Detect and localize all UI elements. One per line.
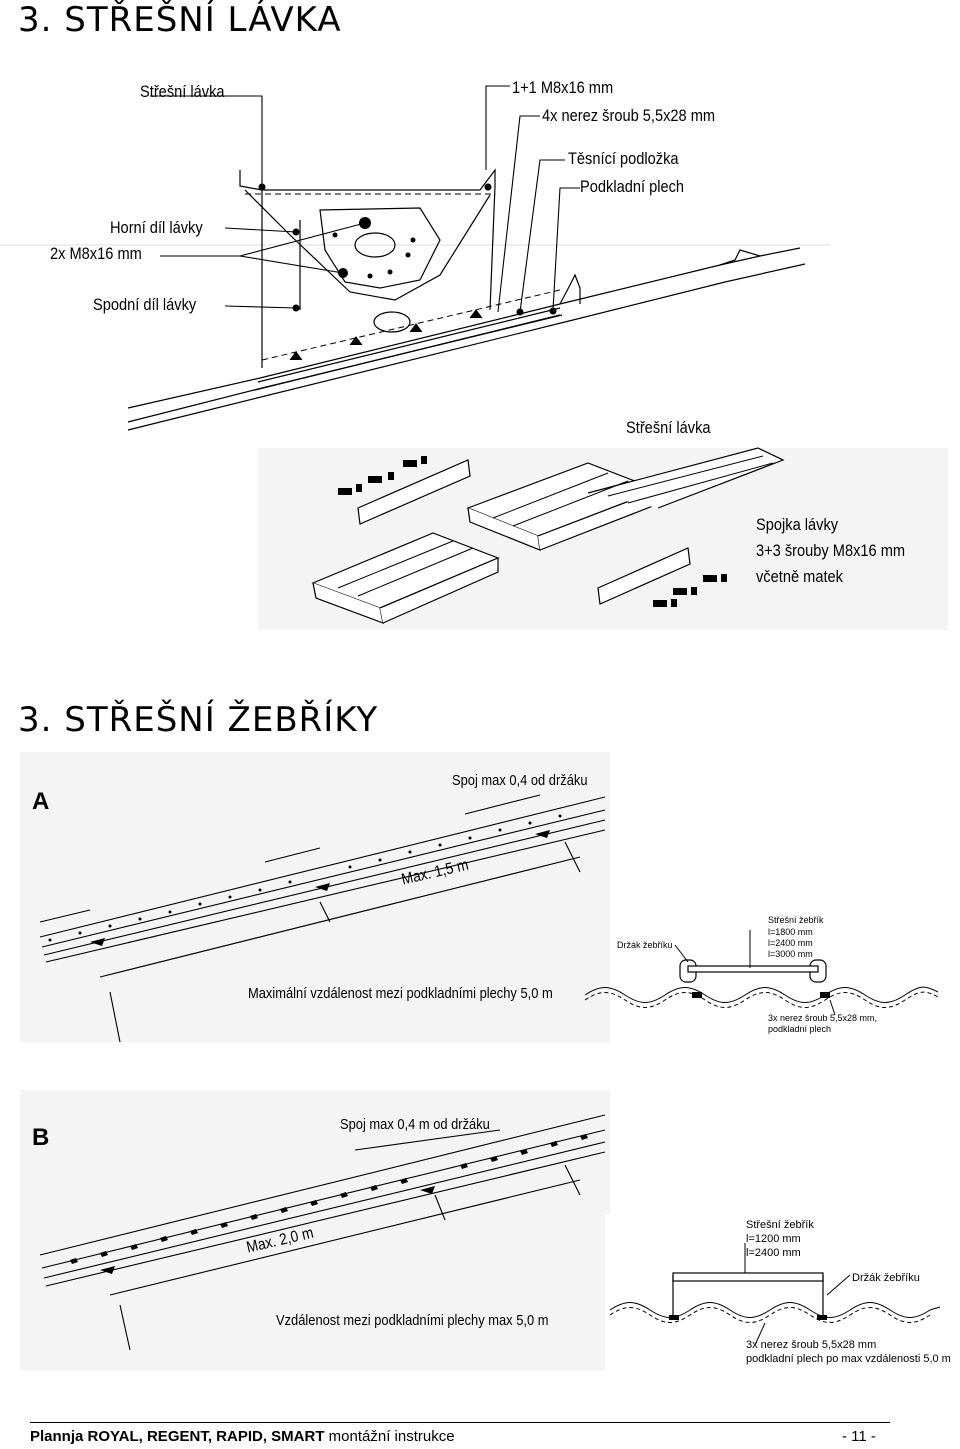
label-b-sroub: 3x nerez šroub 5,5x28 mm <box>746 1339 877 1351</box>
label-b-zebrik-l2: l=2400 mm <box>746 1247 801 1259</box>
label-a-zebrik-l3: l=3000 mm <box>768 949 813 959</box>
label-b-vzdalenost: Vzdálenost mezi podkladními plechy max 5… <box>276 1312 549 1329</box>
label-a-sroub: 3x nerez šroub 5,5x28 mm, <box>768 1013 878 1023</box>
label-m8x16-1plus1: 1+1 M8x16 mm <box>512 78 614 97</box>
label-b-zebrik-l1: l=1200 mm <box>746 1233 801 1245</box>
panel-b-letter: B <box>32 1124 50 1151</box>
ladder-b-cross-panel <box>605 1215 945 1377</box>
footer-rest: montážní instrukce <box>328 1428 455 1445</box>
panel-a-letter: A <box>32 788 50 815</box>
label-a-drzak: Držák žebříku <box>617 940 673 950</box>
label-b-plech: podkladní plech po max vzdálenosti 5,0 m <box>746 1353 951 1365</box>
ladder-a-panel <box>20 752 610 1042</box>
section-title-lavka: 3. STŘEŠNÍ LÁVKA <box>18 0 342 40</box>
label-podkladni-plech: Podkladní plech <box>580 177 685 196</box>
label-a-zebrik-l2: l=2400 mm <box>768 938 813 948</box>
label-stresni-lavka-top: Střešní lávka <box>140 82 225 101</box>
label-b-zebrik-title: Střešní žebřík <box>746 1219 814 1231</box>
ladder-a-cross-section <box>584 930 939 1016</box>
label-stresni-lavka-perspective: Střešní lávka <box>626 418 711 437</box>
label-a-plech: podkladní plech <box>768 1024 832 1034</box>
ladder-b-cross-section <box>609 1243 941 1346</box>
label-horni-dil: Horní díl lávky <box>110 218 203 237</box>
label-2x-m8x16: 2x M8x16 mm <box>50 244 142 263</box>
footer-rule <box>30 1422 890 1423</box>
label-spojka-lavky: Spojka lávky <box>756 515 839 534</box>
ladder-a-drawing <box>39 794 606 1043</box>
label-a-zebrik-l1: l=1800 mm <box>768 927 813 937</box>
ladder-b-panel <box>20 1090 610 1370</box>
label-nerez-sroub: 4x nerez šroub 5,5x28 mm <box>542 106 716 125</box>
footer-left: Plannja ROYAL, REGENT, RAPID, SMART mont… <box>30 1428 455 1445</box>
label-tesnici-podlozka: Těsnící podložka <box>568 149 679 168</box>
label-b-spoj: Spoj max 0,4 m od držáku <box>340 1116 490 1133</box>
footer-page-number: - 11 - <box>842 1428 876 1445</box>
label-spodni-dil: Spodní díl lávky <box>93 295 197 314</box>
label-a-spoj: Spoj max 0,4 od držáku <box>452 772 588 789</box>
label-a-vzdalenost: Maximální vzdálenost mezi podkladními pl… <box>248 985 553 1002</box>
label-b-drzak: Držák žebříku <box>852 1272 920 1284</box>
ladder-b-drawing <box>39 1114 606 1351</box>
label-vcetne-matek: včetně matek <box>756 567 843 586</box>
label-a-zebrik-title: Střešní žebřík <box>768 915 824 925</box>
section-title-zebriky: 3. STŘEŠNÍ ŽEBŘÍKY <box>18 700 379 740</box>
walkway-perspective-drawing <box>311 447 785 624</box>
footer-brand: Plannja ROYAL, REGENT, RAPID, SMART <box>30 1428 325 1445</box>
label-srouby: 3+3 šrouby M8x16 mm <box>756 541 906 560</box>
walkway-section-drawing <box>0 85 830 431</box>
